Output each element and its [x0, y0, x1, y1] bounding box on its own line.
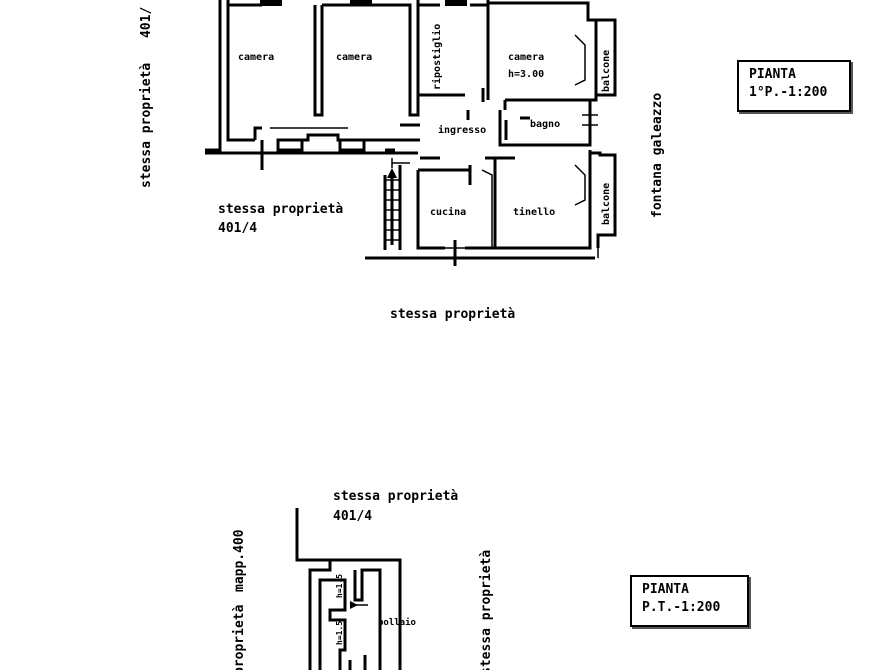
room-label-cucina: cucina	[430, 206, 466, 218]
room-label-balcone-1: balcone	[601, 50, 612, 92]
room-label-camera-2: camera	[336, 52, 372, 63]
gf-neighbor-top: stessa proprietà	[333, 489, 458, 504]
ground-floor-plan	[295, 508, 402, 670]
staircase	[383, 158, 410, 250]
neighbor-label-left: stessa proprietà	[139, 63, 154, 188]
legend-box-ground: PIANTA P.T.-1:200	[630, 575, 749, 627]
legend-ground-title: PIANTA	[642, 582, 689, 597]
room-label-ripostiglio: ripostiglio	[431, 24, 443, 90]
upper-floor-plan	[205, 0, 617, 266]
gf-neighbor-top-num: 401/4	[333, 509, 372, 524]
gf-neighbor-left: proprietà	[232, 604, 247, 670]
neighbor-label-bottom: stessa proprietà	[390, 307, 515, 322]
neighbor-number-bottom-left: 401/4	[218, 221, 257, 236]
room-height-label: h=3.00	[508, 69, 544, 80]
legend-box-upper: PIANTA 1°P.-1:200	[737, 60, 851, 112]
height-label-2: h=1.5	[335, 621, 344, 645]
neighbor-label-right: fontana galeazzo	[650, 93, 665, 218]
gf-neighbor-right: stessa proprietà	[479, 550, 494, 670]
legend-upper-scale: 1°P.-1:200	[749, 85, 828, 100]
room-label-tinello: tinello	[513, 206, 555, 218]
room-label-camera-3: camera	[508, 52, 544, 63]
pollaio-label: pollaio	[378, 617, 416, 628]
room-label-balcone-2: balcone	[601, 183, 612, 225]
gf-neighbor-left-mapp: mapp.400	[232, 529, 247, 592]
neighbor-number-left: 401/	[139, 7, 154, 38]
room-label-bagno: bagno	[530, 119, 560, 130]
height-label-1: h=1.5	[335, 574, 344, 598]
legend-upper-title: PIANTA	[749, 67, 796, 82]
legend-ground-scale: P.T.-1:200	[642, 600, 721, 615]
room-label-camera-1: camera	[238, 52, 274, 63]
room-label-ingresso: ingresso	[438, 124, 486, 136]
neighbor-label-bottom-left: stessa proprietà	[218, 202, 343, 217]
